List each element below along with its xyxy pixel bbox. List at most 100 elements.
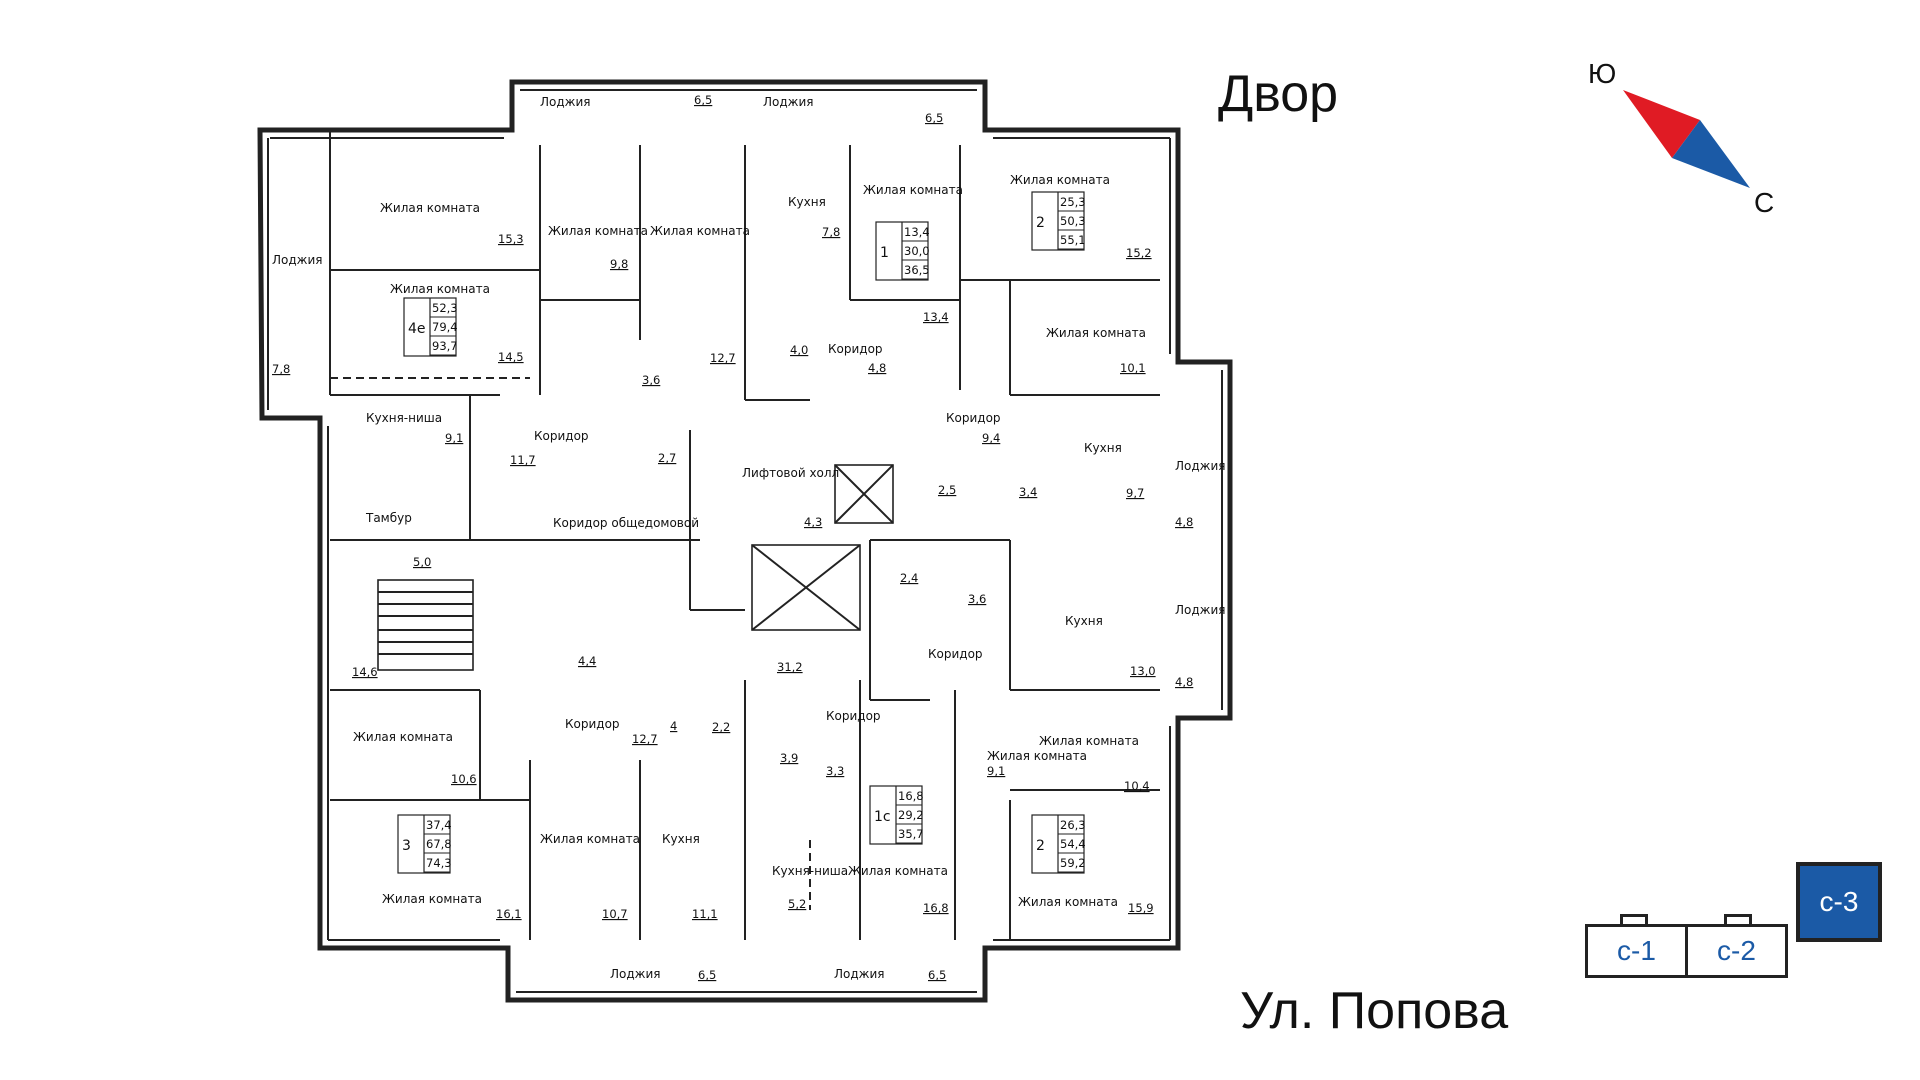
room-name: Жилая комната [548, 224, 648, 238]
section-2-handle [1724, 914, 1752, 924]
room-name: Жилая комната [848, 864, 948, 878]
apartment-area-value: 26,3 [1060, 818, 1086, 832]
room-name: Лоджия [540, 95, 591, 109]
room-area: 9,1 [987, 764, 1005, 778]
apartment-area-value: 50,3 [1060, 214, 1086, 228]
courtyard-caption: Двор [1218, 65, 1338, 123]
room-name: Жилая комната [1039, 734, 1139, 748]
apartment-area-value: 74,3 [426, 856, 452, 870]
room-name: Коридор [946, 411, 1001, 425]
room-name: Жилая комната [863, 183, 963, 197]
apartment-info: 1 13,4 30,0 36,5 [875, 221, 930, 281]
apartment-area-value: 35,7 [898, 827, 924, 841]
apartment-id: 2 [1036, 838, 1045, 854]
room-name: Жилая комната [650, 224, 750, 238]
small-area: 3,6 [642, 373, 660, 387]
room-name: Жилая комната [382, 892, 482, 906]
compass-south-arrow [1623, 90, 1700, 158]
room-area: 16,8 [923, 901, 949, 915]
apartment-area-value: 55,1 [1060, 233, 1086, 247]
room-name: Жилая комната [390, 282, 490, 296]
room-name: Лоджия [610, 967, 661, 981]
room-area: 4,8 [868, 361, 886, 375]
room-area: 15,2 [1126, 246, 1152, 260]
apartment-info: 337,467,874,3 [397, 814, 452, 874]
room-name: Кухня [662, 832, 700, 846]
apartment-area-value: 52,3 [432, 301, 458, 315]
room-area: 6,5 [694, 93, 712, 107]
apartment-area-value: 13,4 [904, 225, 930, 239]
room-area: 10,6 [451, 772, 477, 786]
room-name: Лоджия [763, 95, 814, 109]
room-name: Коридор [826, 709, 881, 723]
apartment-area-value: 79,4 [432, 320, 458, 334]
room-area: 16,1 [496, 907, 522, 921]
room-area: 9,7 [1126, 486, 1144, 500]
apartment-area-value: 93,7 [432, 339, 458, 353]
apartment-info: 4е 52,3 79,4 93,7 [403, 297, 458, 357]
room-area: 10,1 [1120, 361, 1146, 375]
small-area: 4 [670, 719, 677, 733]
apartment-id: 3 [402, 838, 411, 854]
room-name: Кухня [1065, 614, 1103, 628]
section-1-button[interactable]: с-1 [1585, 924, 1688, 978]
room-name: Кухня-ниша [366, 411, 442, 425]
compass-north-arrow [1672, 120, 1750, 188]
room-area: 4,8 [1175, 515, 1193, 529]
room-area: 5,2 [788, 897, 806, 911]
room-area: 5,0 [413, 555, 431, 569]
apartment-info: 226,354,459,2 [1031, 814, 1086, 874]
room-name: Кухня-ниша [772, 864, 848, 878]
room-name: Лифтовой холл [742, 466, 839, 480]
room-area: 15,3 [498, 232, 524, 246]
room-area: 7,8 [822, 225, 840, 239]
apartment-info: 225,350,355,1 [1031, 191, 1086, 251]
room-name: Жилая комната [1046, 326, 1146, 340]
room-name: Кухня [1084, 441, 1122, 455]
room-area: 13,4 [923, 310, 949, 324]
room-area: 6,5 [928, 968, 946, 982]
section-1-handle [1620, 914, 1648, 924]
room-area: 14,5 [498, 350, 524, 364]
room-name: Жилая комната [1018, 895, 1118, 909]
room-name: Лоджия [272, 253, 323, 267]
apartment-area-value: 36,5 [904, 263, 930, 277]
room-area: 9,4 [982, 431, 1000, 445]
room-name: Коридор [565, 717, 620, 731]
room-name: Жилая комната [540, 832, 640, 846]
section-2-button[interactable]: с-2 [1685, 924, 1788, 978]
room-name: Лоджия [1175, 459, 1226, 473]
room-name: Коридор [928, 647, 983, 661]
compass: Ю С [1588, 58, 1774, 218]
street-caption: Ул. Попова [1240, 982, 1508, 1040]
room-name: Жилая комната [1010, 173, 1110, 187]
apartment-area-value: 67,8 [426, 837, 452, 851]
room-area: 6,5 [925, 111, 943, 125]
room-area: 12,7 [710, 351, 736, 365]
room-name: Коридор [534, 429, 589, 443]
apartment-id: 1с [874, 809, 891, 825]
apartment-id: 1 [880, 245, 889, 261]
section-3-label: с-3 [1819, 886, 1859, 917]
room-area: 11,1 [692, 907, 718, 921]
small-area: 4,4 [578, 654, 596, 668]
apartment-area-value: 30,0 [904, 244, 930, 258]
room-name: Лоджия [834, 967, 885, 981]
staircase [377, 579, 474, 671]
room-name: Жилая комната [353, 730, 453, 744]
room-area: 3,3 [826, 764, 844, 778]
section-3-button[interactable]: с-3 [1796, 862, 1882, 942]
building-walls [257, 79, 1233, 1003]
room-name: Тамбур [365, 511, 412, 525]
apartment-info-boxes: 4е 52,3 79,4 93,7 1 13,4 30,0 36,5 2 25,3 50,3 55,1… [397, 191, 1086, 874]
apartment-area-value: 25,3 [1060, 195, 1086, 209]
small-area: 31,2 [777, 660, 803, 674]
compass-north-label: С [1754, 187, 1774, 218]
room-area: 12,7 [632, 732, 658, 746]
section-1-label: с-1 [1617, 935, 1656, 966]
apartment-id: 4е [408, 321, 426, 337]
room-name: Кухня [788, 195, 826, 209]
